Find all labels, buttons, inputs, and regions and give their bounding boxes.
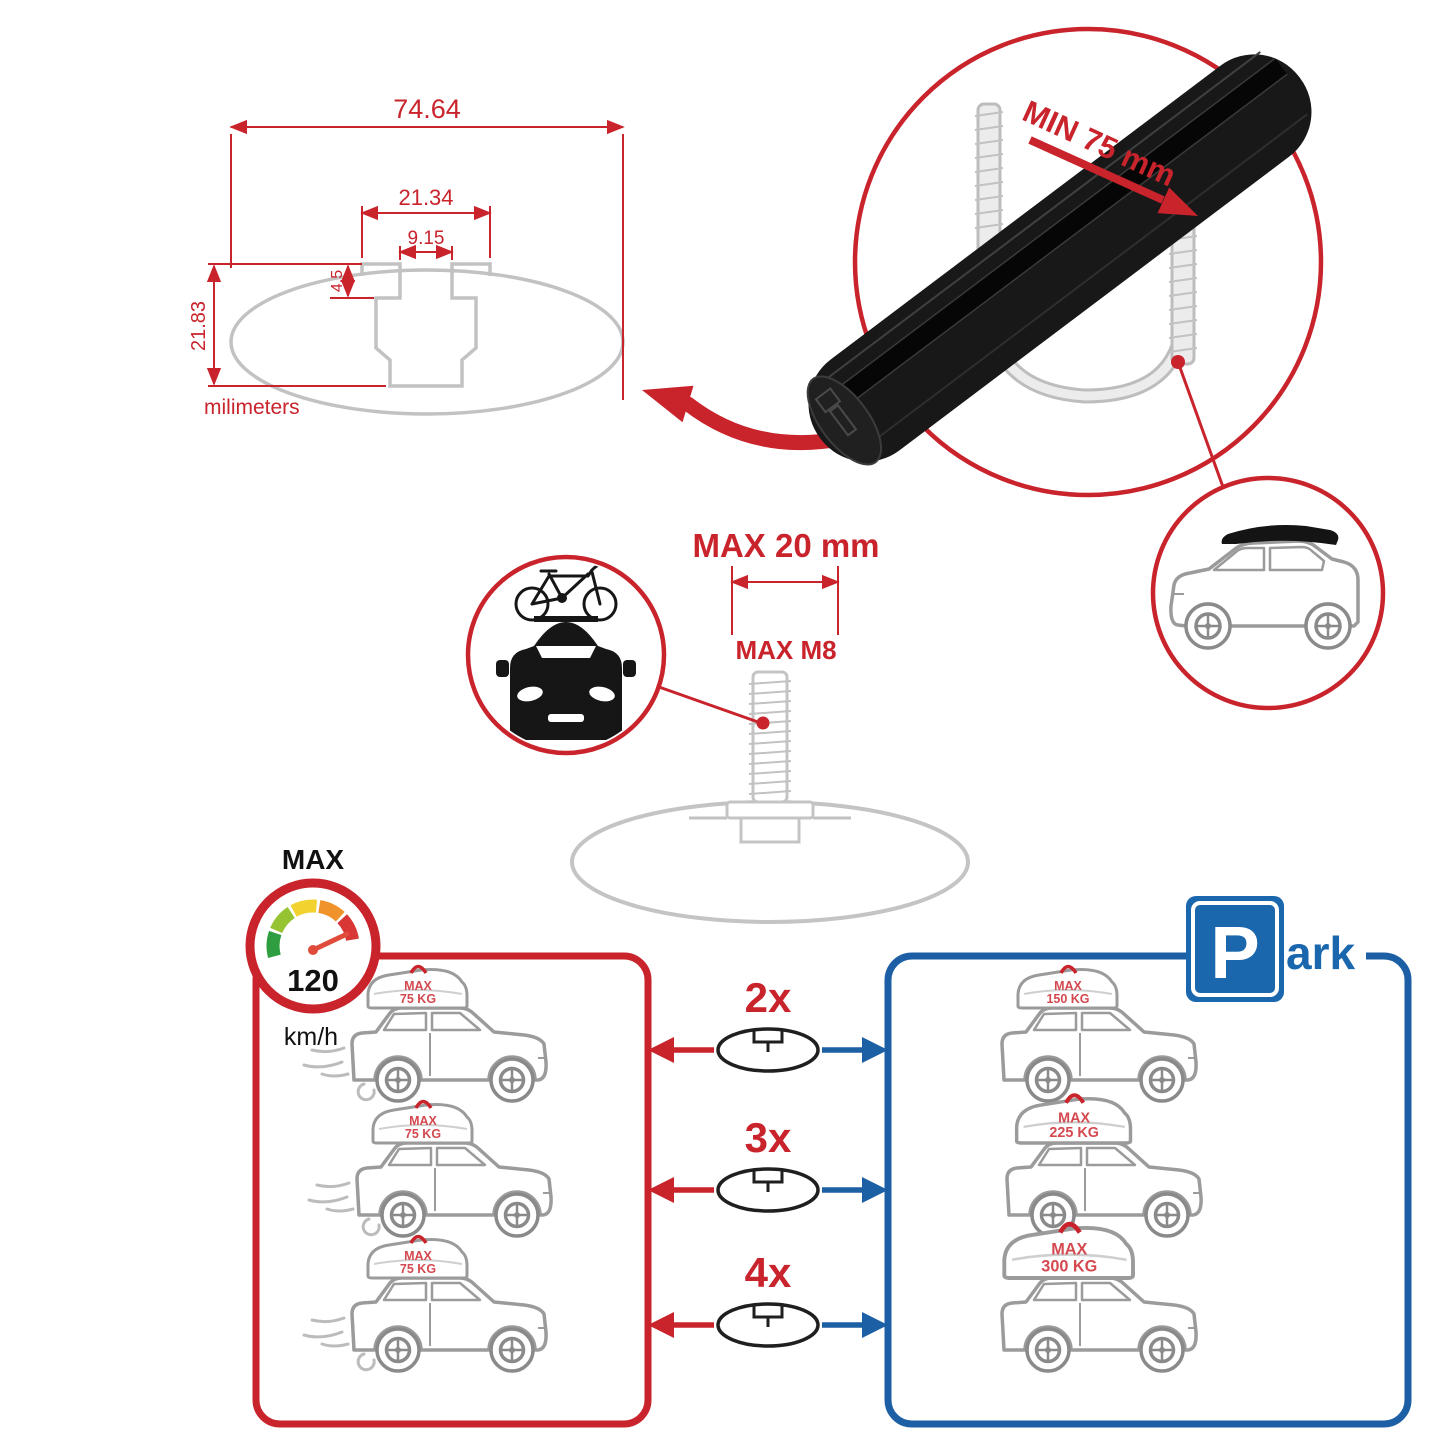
roof-cargo-bag: MAX 75 KG xyxy=(371,1099,474,1145)
bar-count-row-1: 2x xyxy=(648,974,888,1073)
roof-cargo-bag: MAX 75 KG xyxy=(366,1234,469,1280)
parking-sign-letter: P xyxy=(1210,911,1259,994)
bar-count-label: 4x xyxy=(745,1249,792,1296)
speed-limit-gauge: MAX 120 km/h xyxy=(245,844,381,1051)
bag-weight-label: 225 KG xyxy=(1049,1125,1099,1141)
dim-total-height: 21.83 xyxy=(188,301,210,351)
bag-weight-label: 75 KG xyxy=(400,1262,436,1276)
car-front-silhouette xyxy=(496,616,636,740)
bike-on-roof-vignette xyxy=(465,554,667,756)
parking-sign-board xyxy=(1186,896,1284,1002)
bag-max-label: MAX xyxy=(1054,979,1082,993)
bolt-max-length-label: MAX 20 mm xyxy=(692,527,879,564)
t-slot-profile xyxy=(360,262,492,388)
crossbar-clamp-detail: MIN 75 mm xyxy=(806,26,1324,498)
bag-max-label: MAX xyxy=(1058,1110,1090,1126)
bag-weight-label: 300 KG xyxy=(1041,1258,1097,1276)
speed-title: MAX xyxy=(282,844,345,875)
parked-car-row-2: MAX 225 KG xyxy=(1005,1095,1204,1238)
bolt-max-thread-label: MAX M8 xyxy=(735,635,836,665)
gauge-arc-segments xyxy=(266,899,359,958)
bar-count-label: 3x xyxy=(745,1114,792,1161)
arrowhead-red xyxy=(648,1312,674,1338)
parking-sign-suffix: ark xyxy=(1286,927,1355,979)
units-label: milimeters xyxy=(204,396,300,419)
bag-max-label: MAX xyxy=(1051,1241,1087,1259)
bar-count-label: 2x xyxy=(745,974,792,1021)
gauge-needle xyxy=(310,931,350,953)
bar-profile-ellipse xyxy=(229,268,625,416)
speed-value: 120 xyxy=(287,963,339,998)
dim-channel-outer: 21.34 xyxy=(398,185,453,210)
parking-sign-border xyxy=(1191,901,1279,997)
driving-car-row-2: MAX 75 KG xyxy=(307,1099,554,1238)
gauge-needle-pivot xyxy=(308,945,318,955)
bar-count-row-3: 4x xyxy=(648,1249,888,1348)
crossbar-profile-icon xyxy=(716,1167,820,1213)
crossbar-profile-icon xyxy=(716,1027,820,1073)
parking-sign-text-backing xyxy=(1282,926,1366,980)
roof-cargo-bag: MAX 150 KG xyxy=(1016,964,1119,1010)
circle-connector-line xyxy=(1176,361,1225,488)
arrowhead-red xyxy=(648,1037,674,1063)
arrowhead-blue xyxy=(862,1037,888,1063)
bag-weight-label: 75 KG xyxy=(405,1127,441,1141)
bag-max-label: MAX xyxy=(404,1249,432,1263)
crossbar-profile-icon xyxy=(716,1302,820,1348)
bolt-pointer-line xyxy=(658,685,759,724)
roof-cargo-bag: MAX 300 KG xyxy=(1004,1224,1133,1278)
suv-roofbox-vignette xyxy=(1150,475,1386,711)
parked-car-row-1: MAX 150 KG xyxy=(1000,964,1199,1103)
bag-max-label: MAX xyxy=(404,979,432,993)
aero-crossbar xyxy=(806,51,1312,466)
bicycle-icon xyxy=(514,563,618,622)
roof-cargo-bag: MAX 225 KG xyxy=(1017,1095,1131,1143)
bolt-detail: MAX 20 mm MAX M8 xyxy=(570,527,970,924)
suv-with-roofbox xyxy=(1169,525,1360,650)
arrowhead-red xyxy=(648,1177,674,1203)
driving-car-row-3: MAX 75 KG xyxy=(302,1234,549,1373)
bar-count-row-2: 3x xyxy=(648,1114,888,1213)
fixing-bolt xyxy=(725,670,815,844)
profile-dimension-diagram: 74.64 21.34 9.15 4.5 21.83 milimeters xyxy=(188,94,625,419)
bolt-pointer-dot xyxy=(756,716,770,730)
parking-sign: ark P xyxy=(1186,896,1366,1002)
roof-cargo-bag: MAX 75 KG xyxy=(366,964,469,1010)
roof-box xyxy=(1221,525,1339,545)
arrowhead-blue xyxy=(862,1177,888,1203)
bag-max-label: MAX xyxy=(409,1114,437,1128)
bag-weight-label: 75 KG xyxy=(400,992,436,1006)
dim-total-width: 74.64 xyxy=(393,94,461,124)
bar-end-cap xyxy=(806,375,883,466)
parked-car-row-3: MAX 300 KG xyxy=(1000,1224,1199,1373)
arrowhead-blue xyxy=(862,1312,888,1338)
driving-car-row-1: MAX 75 KG xyxy=(302,964,549,1103)
dim-lip-depth: 4.5 xyxy=(329,270,346,292)
dim-channel-inner: 9.15 xyxy=(408,228,445,249)
speed-units: km/h xyxy=(284,1023,338,1051)
bag-weight-label: 150 KG xyxy=(1046,992,1089,1006)
